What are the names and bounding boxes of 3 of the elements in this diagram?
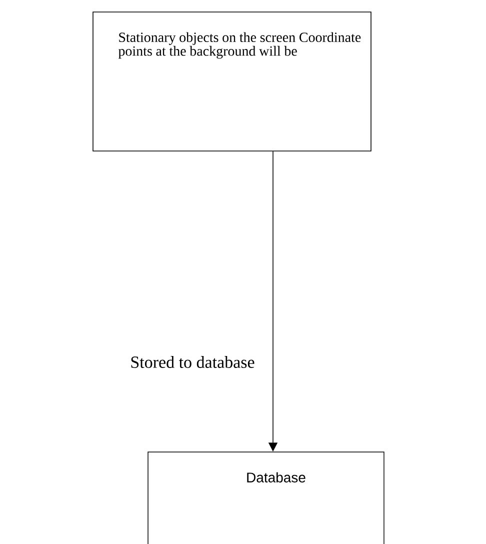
- process-box: Stationary objects on the screen Coordinate points at the background will be: [92, 12, 372, 152]
- database-box: Database: [148, 452, 384, 544]
- edge-label: Stored to database: [131, 356, 254, 368]
